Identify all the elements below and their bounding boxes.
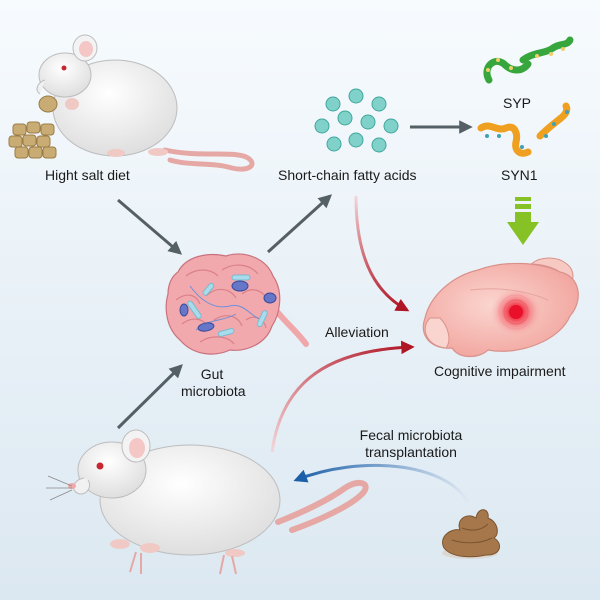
feces-icon — [442, 509, 501, 559]
label-alleviation: Alleviation — [325, 324, 389, 340]
mouse-eating-icon — [36, 34, 255, 172]
label-fmt-line2: transplantation — [365, 444, 457, 460]
arrow-mouse-to-gut — [116, 364, 183, 430]
label-fmt-line1: Fecal microbiota — [359, 427, 463, 443]
food-pellets-icon — [8, 95, 58, 159]
scfa-dots-icon — [314, 88, 399, 153]
arrow-gut-to-scfa — [266, 194, 333, 254]
label-gut-line1: Gut — [200, 366, 224, 382]
label-gut-line2: microbiota — [181, 383, 246, 399]
brain-icon — [422, 257, 579, 358]
label-syp: SYP — [503, 95, 532, 111]
label-syn1: SYN1 — [501, 167, 538, 183]
green-arrow — [507, 197, 539, 245]
arrow-fmt — [293, 463, 470, 503]
arrow-mouse-to-brain — [270, 340, 415, 453]
label-gut-microbiota: Gut microbiota — [181, 366, 246, 400]
arrow-scfa-to-brain — [354, 195, 410, 312]
mouse-icon — [46, 429, 369, 575]
gut-icon — [165, 253, 309, 355]
syn1-protein-icon — [477, 102, 571, 157]
label-fmt: Fecal microbiota transplantation — [346, 427, 476, 461]
label-scfa: Short-chain fatty acids — [278, 167, 417, 183]
arrow-diet-to-gut — [117, 198, 183, 255]
label-high-salt-diet: Hight salt diet — [45, 167, 130, 183]
label-cognitive-impairment: Cognitive impairment — [434, 363, 566, 379]
syp-protein-icon — [483, 36, 574, 84]
